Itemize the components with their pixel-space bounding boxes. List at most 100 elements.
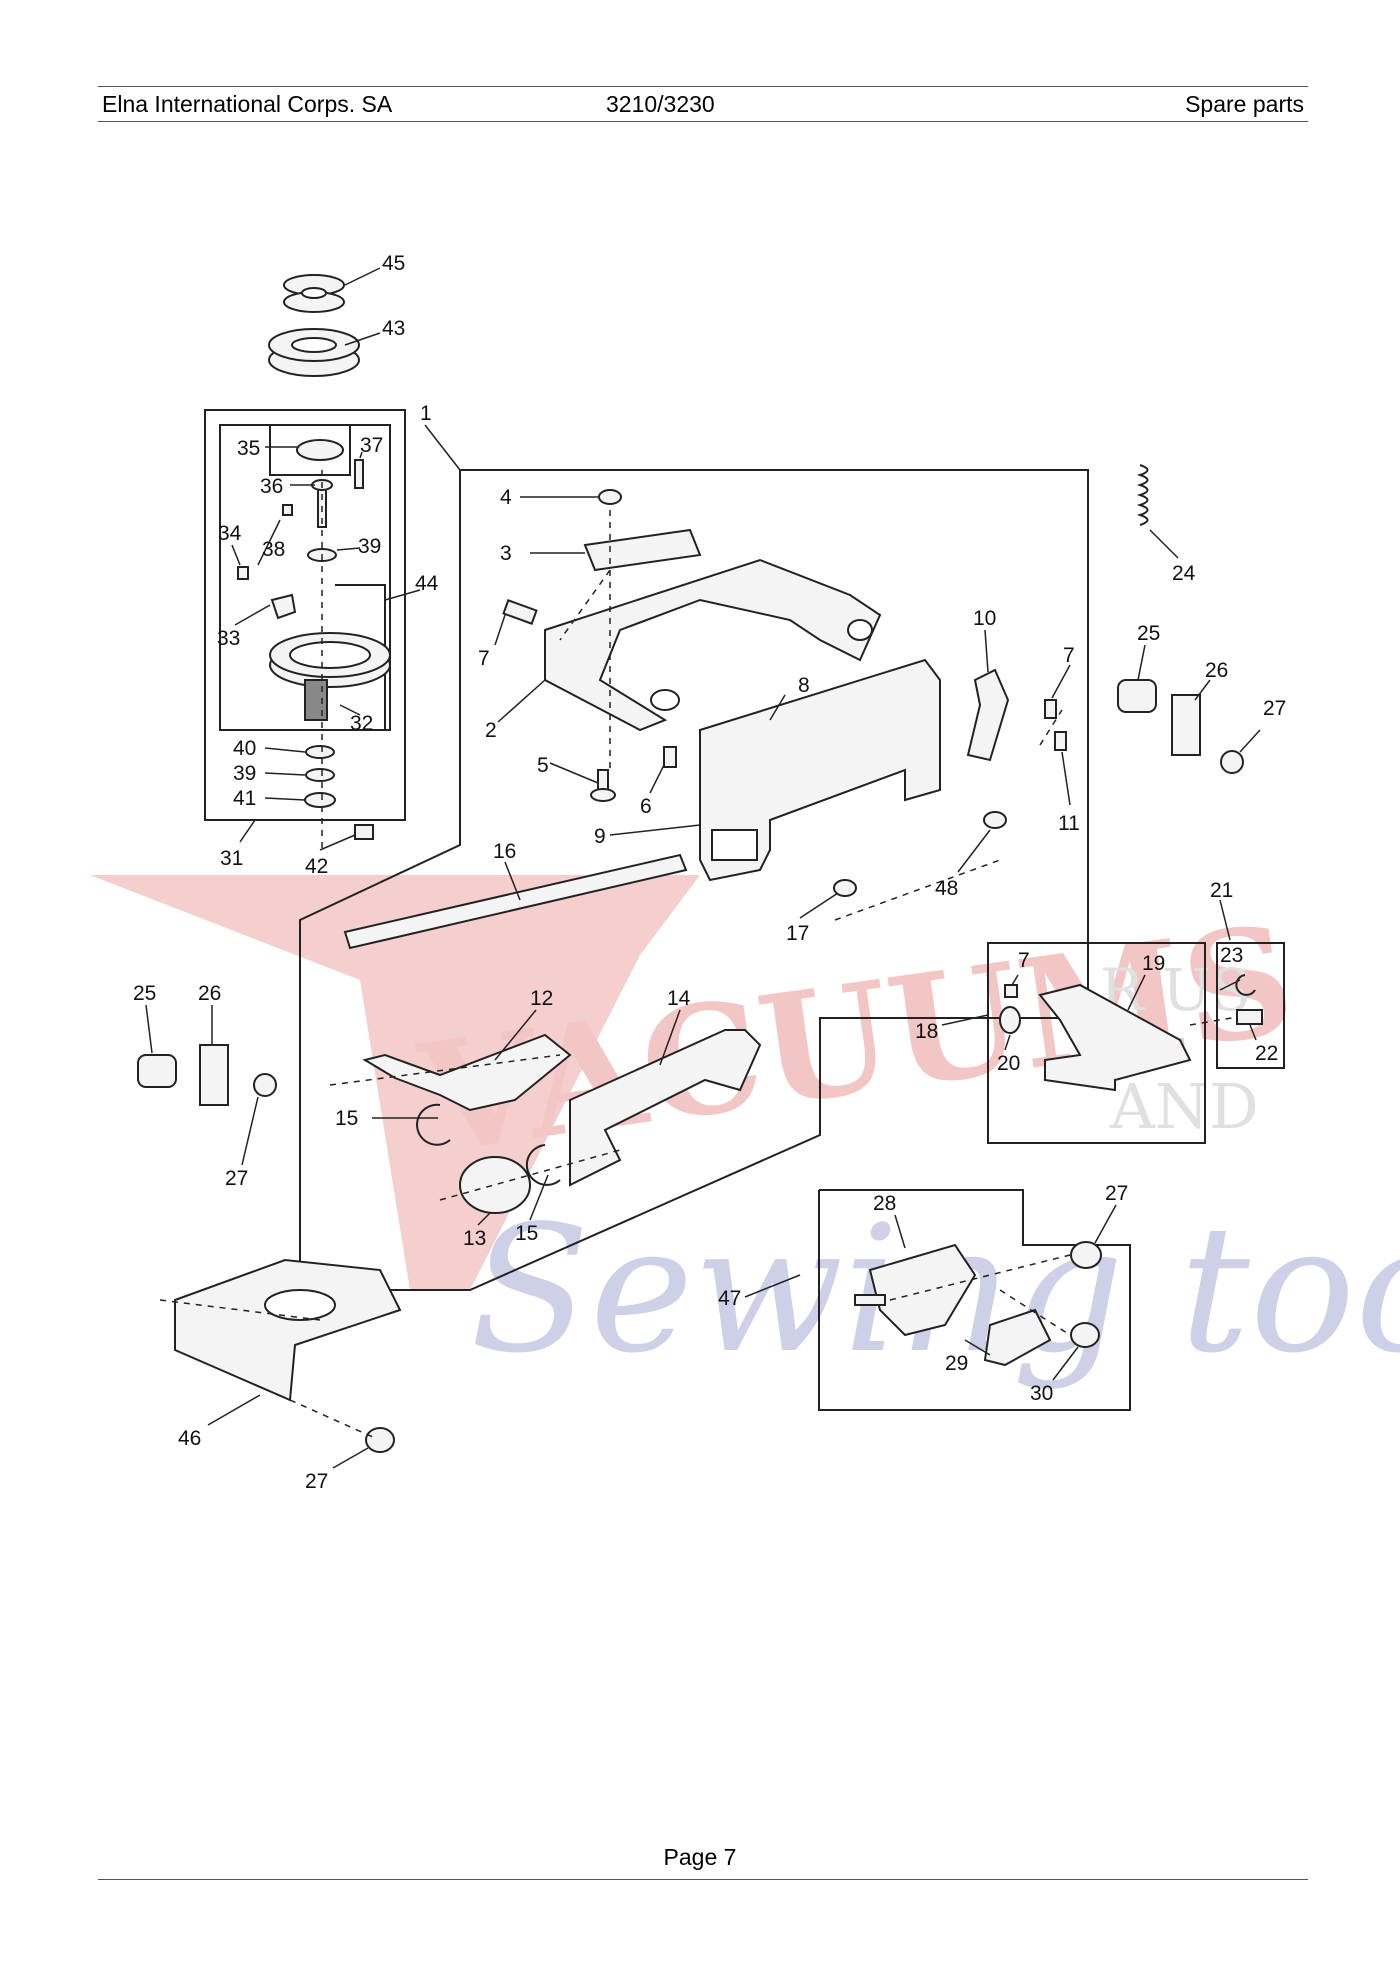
callout-27c: 27	[1105, 1182, 1128, 1205]
callout-9: 9	[594, 825, 606, 848]
screw-part-34	[237, 566, 249, 580]
callout-10: 10	[973, 607, 996, 630]
setscrew-part-42	[354, 824, 374, 840]
callout-31: 31	[220, 847, 243, 870]
callout-47: 47	[718, 1287, 741, 1310]
lever-part-12	[362, 1033, 572, 1112]
part-11	[1054, 731, 1067, 751]
screw-part-27a	[1220, 750, 1244, 774]
callout-40: 40	[233, 737, 256, 760]
rotary-hook-part-44	[269, 632, 391, 688]
group-outline-hook	[204, 409, 406, 821]
callout-41: 41	[233, 787, 256, 810]
callout-25b: 25	[133, 982, 156, 1005]
callout-37: 37	[360, 434, 383, 457]
screw-part-30	[1070, 1322, 1100, 1348]
callout-22: 22	[1255, 1042, 1278, 1065]
group-outline-21	[1216, 942, 1285, 1069]
callout-25a: 25	[1137, 622, 1160, 645]
clip-part-15b	[525, 1144, 561, 1186]
washer-part-40	[305, 745, 335, 759]
washer-part-39b	[305, 768, 335, 782]
callout-3: 3	[500, 542, 512, 565]
roller-part-13	[459, 1156, 531, 1214]
callout-1: 1	[420, 402, 432, 425]
bushing-part-25b	[137, 1054, 177, 1088]
lever-part-19	[1038, 983, 1192, 1092]
callout-39b: 39	[233, 762, 256, 785]
plate-part-26a	[1171, 694, 1201, 756]
callout-12: 12	[530, 987, 553, 1010]
callout-38: 38	[262, 538, 285, 561]
washer-part-41	[304, 792, 336, 808]
callout-20: 20	[997, 1052, 1020, 1075]
page-header: Elna International Corps. SA 3210/3230 S…	[98, 86, 1308, 122]
spring-part-38	[282, 504, 293, 516]
spring-part-7b	[1044, 699, 1057, 719]
shaft-part-16	[343, 853, 688, 950]
callout-48: 48	[935, 877, 958, 900]
callout-21: 21	[1210, 879, 1233, 902]
callout-32: 32	[350, 712, 373, 735]
bracket-part-14	[569, 1029, 762, 1187]
shaft-part-32	[304, 679, 328, 721]
frame-part-2	[544, 558, 882, 732]
callout-5: 5	[537, 754, 549, 777]
screw-part-17	[833, 879, 857, 897]
part-29	[983, 1308, 1052, 1367]
callout-34: 34	[218, 522, 242, 545]
callout-18: 18	[915, 1020, 938, 1043]
callout-26a: 26	[1205, 659, 1228, 682]
callout-23: 23	[1220, 944, 1243, 967]
spring-part-24	[1136, 464, 1149, 526]
screw-part-27d	[365, 1427, 395, 1453]
part-6	[663, 746, 677, 768]
callout-45: 45	[382, 252, 405, 275]
bobbin-case-part-43	[268, 328, 360, 377]
callout-27a: 27	[1263, 697, 1286, 720]
callout-27b: 27	[225, 1167, 248, 1190]
group-outline-18	[987, 942, 1206, 1144]
spring-part-7a	[502, 599, 538, 625]
callout-13: 13	[463, 1227, 486, 1250]
callout-26b: 26	[198, 982, 221, 1005]
lever-part-10	[966, 668, 1010, 762]
section-title: Spare parts	[1185, 91, 1304, 117]
screw-part-27b	[253, 1073, 277, 1097]
callout-15b: 15	[515, 1222, 538, 1245]
callout-8: 8	[798, 674, 810, 697]
callout-19: 19	[1142, 952, 1165, 975]
callout-16: 16	[493, 840, 516, 863]
bracket-part-9	[699, 658, 941, 882]
watermark-and: AND	[1109, 1070, 1259, 1143]
pin-part-37	[354, 459, 364, 489]
spring-part-7c	[1004, 984, 1018, 998]
clip-part-15a	[416, 1103, 451, 1146]
callout-11: 11	[1058, 812, 1080, 835]
part-33	[270, 593, 297, 620]
group-outline-44	[335, 584, 386, 730]
callout-15a: 15	[335, 1107, 358, 1130]
footer-rule	[98, 1879, 1308, 1880]
page-number: Page 7	[663, 1844, 737, 1870]
callout-30: 30	[1030, 1382, 1053, 1405]
callout-28: 28	[873, 1192, 896, 1215]
callout-27d: 27	[305, 1470, 328, 1493]
callout-24: 24	[1172, 562, 1196, 585]
callout-17: 17	[786, 922, 809, 945]
group-outline-main	[299, 469, 1089, 1291]
screw-part-48	[983, 811, 1007, 829]
callout-35: 35	[237, 437, 260, 460]
callout-39a: 39	[358, 535, 381, 558]
pin-part-22	[1236, 1009, 1263, 1025]
callout-44: 44	[415, 572, 439, 595]
watermark-red-shape	[90, 875, 700, 1290]
cover-part-46	[174, 1258, 402, 1402]
group-outline-35	[269, 424, 351, 476]
callout-46: 46	[178, 1427, 201, 1450]
callout-43: 43	[382, 317, 405, 340]
callout-2: 2	[485, 719, 497, 742]
callout-7b: 7	[1063, 644, 1075, 667]
washer-part-35	[296, 439, 344, 461]
screw-part-4	[598, 489, 622, 505]
